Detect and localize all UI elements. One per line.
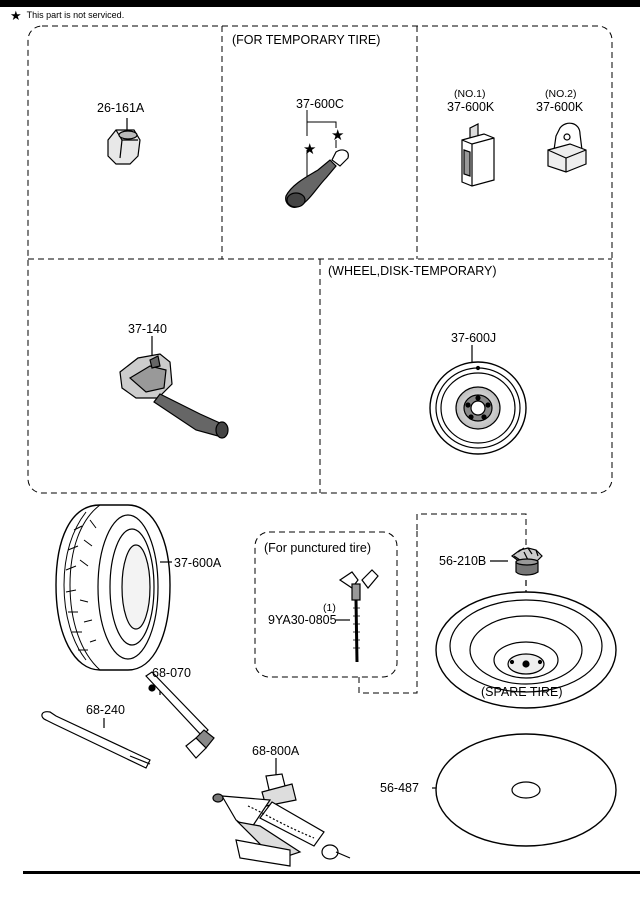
weight-clip-icon[interactable]	[547, 122, 587, 173]
spare-tire-bolt-icon[interactable]	[490, 547, 543, 576]
star-icon: ★	[303, 141, 316, 158]
part-label-37-600k-no2[interactable]: 37-600K	[536, 100, 584, 114]
scissor-jack-icon[interactable]	[212, 758, 351, 867]
part-label-68-800a[interactable]: 68-800A	[252, 744, 300, 758]
part-label-56-487[interactable]: 56-487	[380, 781, 419, 795]
tpms-sensor-icon[interactable]	[119, 336, 229, 439]
part-label-37-600j[interactable]: 37-600J	[451, 331, 497, 345]
bottom-rule	[23, 871, 640, 874]
caption-wheel-disk-temporary: (WHEEL,DISK-TEMPORARY)	[328, 264, 497, 278]
star-icon: ★	[331, 127, 344, 144]
service-note-text: This part is not serviced.	[26, 10, 125, 20]
mat-icon[interactable]	[432, 733, 617, 847]
part-label-37-600a[interactable]: 37-600A	[174, 556, 222, 570]
part-label-68-240[interactable]: 68-240	[86, 703, 125, 717]
part-sub-no2: (NO.2)	[545, 88, 577, 100]
part-label-9ya30-0805[interactable]: 9YA30-0805	[268, 613, 337, 627]
sealant-nozzle-icon[interactable]	[336, 569, 379, 663]
part-label-68-070[interactable]: 68-070	[152, 666, 191, 680]
tire-icon[interactable]	[55, 504, 172, 671]
valve-leaders	[306, 110, 337, 180]
top-rule	[0, 0, 640, 7]
caption-spare-tire: (SPARE TIRE)	[481, 685, 563, 699]
valve-stem-icon[interactable]	[285, 149, 349, 208]
weight-clip-icon[interactable]	[461, 123, 495, 187]
lug-wrench-icon[interactable]	[41, 711, 151, 769]
part-qty-9ya30: (1)	[323, 602, 336, 614]
part-label-37-140[interactable]: 37-140	[128, 322, 167, 336]
part-label-56-210b[interactable]: 56-210B	[439, 554, 487, 568]
caption-punctured-tire: (For punctured tire)	[264, 541, 371, 555]
temporary-wheel-icon[interactable]	[429, 345, 527, 455]
service-note: ★ This part is not serviced.	[10, 7, 125, 23]
star-icon: ★	[10, 7, 22, 23]
caption-temporary-tire: (FOR TEMPORARY TIRE)	[232, 33, 381, 47]
part-label-26-161a[interactable]: 26-161A	[97, 101, 145, 115]
jack-handle-icon[interactable]	[145, 671, 215, 759]
spare-tire-well-icon[interactable]	[435, 580, 617, 709]
group-frames	[27, 25, 613, 694]
part-label-37-600c[interactable]: 37-600C	[296, 97, 344, 111]
nut-icon[interactable]	[107, 118, 141, 165]
part-label-37-600k-no1[interactable]: 37-600K	[447, 100, 495, 114]
part-sub-no1: (NO.1)	[454, 88, 486, 100]
